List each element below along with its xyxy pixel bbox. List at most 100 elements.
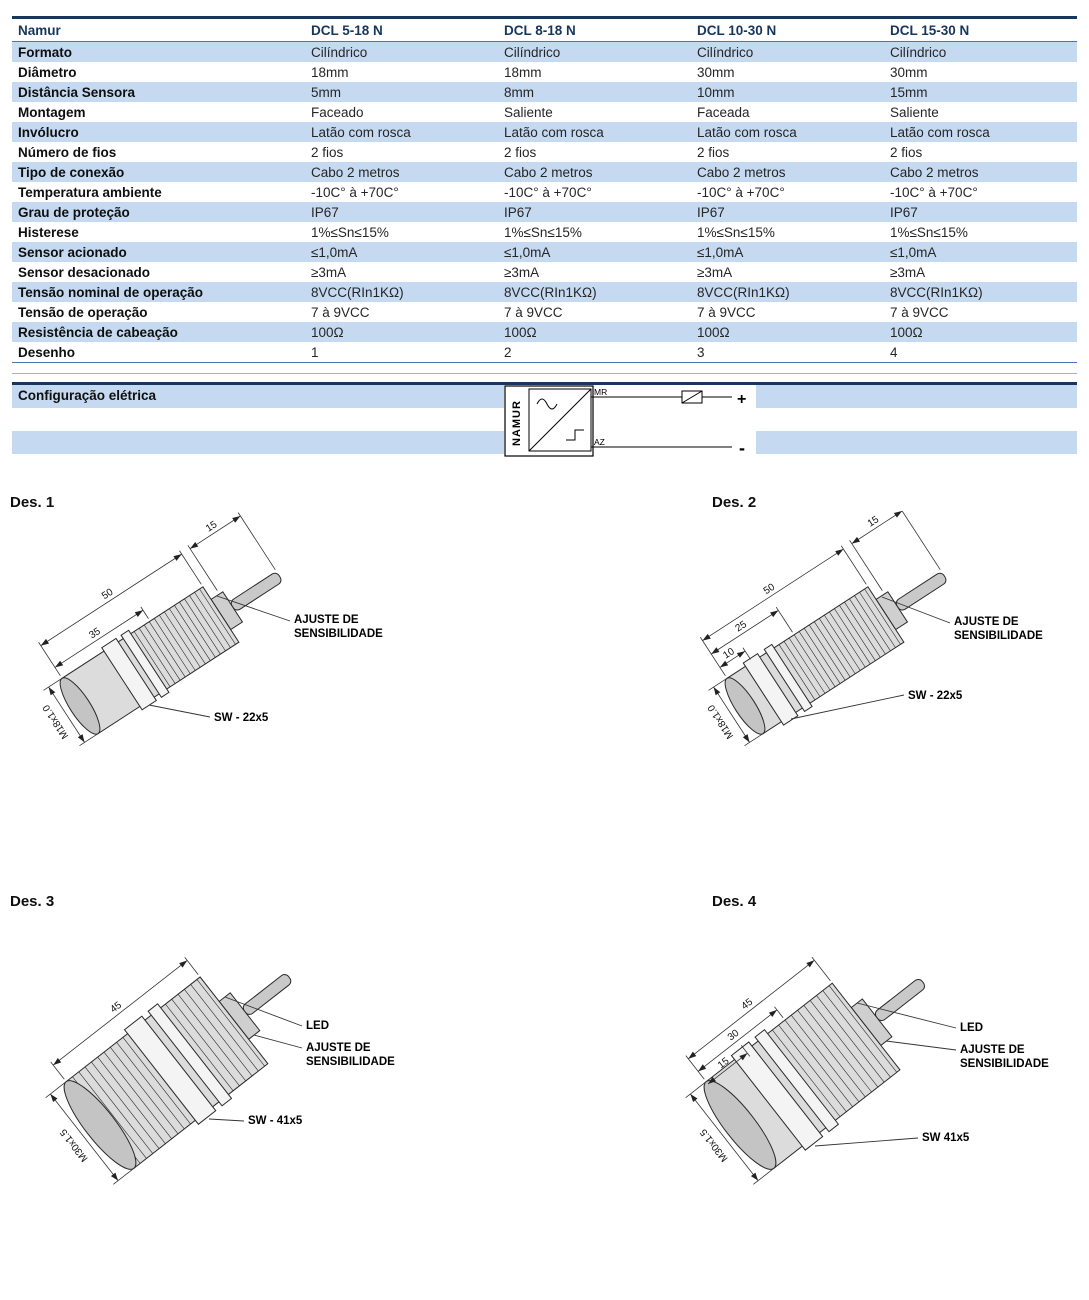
- sw-leader-line: [814, 1137, 919, 1147]
- spec-header-model-3: DCL 10-30 N: [691, 16, 884, 42]
- wire-bottom-label: AZ: [594, 437, 605, 447]
- spec-cell: Cabo 2 metros: [504, 164, 593, 180]
- drawing-3-title: Des. 3: [10, 893, 55, 910]
- dim-label-body: 45: [108, 1000, 124, 1016]
- sensor-drawing-4: 15 30 45 M30x1.5 LED AJUSTE DE SENSIBILI…: [685, 956, 1049, 1185]
- electrical-config-title: Configuração elétrica: [18, 388, 157, 403]
- sensor-drawing-2: 10 25 50 15 M18x1.0 AJUSTE DE SENSIBILID…: [700, 507, 1043, 746]
- adjust-label-line1: AJUSTE DE: [306, 1042, 371, 1054]
- spec-row: Desenho 1 2 3 4: [12, 342, 1077, 363]
- adjust-leader-line: [881, 596, 951, 624]
- spec-row: Diâmetro 18mm 18mm 30mm 30mm: [12, 62, 1077, 82]
- spec-cell: ≤1,0mA: [311, 244, 358, 260]
- drawing-2-title: Des. 2: [712, 494, 757, 511]
- led-label: LED: [960, 1022, 983, 1034]
- spec-cell: 8VCC(RIn1KΩ): [697, 284, 790, 300]
- spec-cell: 10mm: [697, 84, 735, 100]
- spec-cell: 1%≤Sn≤15%: [890, 224, 968, 240]
- namur-circuit-svg: NAMUR MR AZ + -: [504, 385, 746, 458]
- spec-cell: 8VCC(RIn1KΩ): [311, 284, 404, 300]
- spec-row: Tensão nominal de operação 8VCC(RIn1KΩ) …: [12, 282, 1077, 302]
- spec-cell: Cilíndrico: [890, 44, 947, 60]
- namur-circuit-diagram: NAMUR MR AZ + -: [504, 385, 756, 458]
- drawing-1-title: Des. 1: [10, 494, 55, 511]
- spec-row: Sensor desacionado ≥3mA ≥3mA ≥3mA ≥3mA: [12, 262, 1077, 282]
- spec-row-label: Desenho: [12, 342, 305, 363]
- spec-row-label: Grau de proteção: [18, 204, 130, 220]
- terminal-negative: -: [739, 438, 745, 457]
- dim-label-body: 50: [100, 587, 116, 603]
- spec-row: Tipo de conexão Cabo 2 metros Cabo 2 met…: [12, 162, 1077, 182]
- sw-label: SW - 41x5: [248, 1115, 303, 1127]
- sw-leader-line: [208, 1118, 245, 1122]
- spec-row: Número de fios 2 fios 2 fios 2 fios 2 fi…: [12, 142, 1077, 162]
- spec-cell: 1%≤Sn≤15%: [311, 224, 389, 240]
- spec-cell: ≤1,0mA: [890, 244, 937, 260]
- spec-cell: ≥3mA: [311, 264, 347, 280]
- spec-cell: Cabo 2 metros: [311, 164, 400, 180]
- spec-cell: ≤1,0mA: [504, 244, 551, 260]
- drawing-block-4: Des. 4 15 30 45: [660, 893, 1080, 1195]
- spec-row: Tensão de operação 7 à 9VCC 7 à 9VCC 7 à…: [12, 302, 1077, 322]
- spec-cell: 7 à 9VCC: [697, 304, 756, 320]
- sw-leader-line: [790, 694, 905, 720]
- spec-cell: 100Ω: [890, 324, 923, 340]
- spec-row-label: Sensor desacionado: [18, 264, 151, 280]
- led-leader-line: [856, 1002, 957, 1029]
- spec-cell: 2: [498, 342, 691, 363]
- spec-cell: 3: [691, 342, 884, 363]
- spec-cell: 8VCC(RIn1KΩ): [504, 284, 597, 300]
- spec-cell: 8mm: [504, 84, 534, 100]
- drawing-4-title: Des. 4: [712, 893, 757, 910]
- adjust-leader-line: [253, 1034, 303, 1049]
- adjust-label-line2: SENSIBILIDADE: [954, 630, 1043, 642]
- sw-label: SW - 22x5: [908, 690, 963, 702]
- spec-cell: 4: [884, 342, 1077, 363]
- spec-row: Distância Sensora 5mm 8mm 10mm 15mm: [12, 82, 1077, 102]
- spec-header-model-4: DCL 15-30 N: [884, 16, 1077, 42]
- dim-label-body: 50: [762, 582, 778, 598]
- spec-cell: ≥3mA: [504, 264, 540, 280]
- spec-cell: ≥3mA: [890, 264, 926, 280]
- spec-row: Invólucro Latão com rosca Latão com rosc…: [12, 122, 1077, 142]
- spec-cell: 30mm: [890, 64, 928, 80]
- spec-cell: -10C° à +70C°: [311, 184, 399, 200]
- spec-row-label: Sensor acionado: [18, 244, 127, 260]
- dim-label-face: 10: [721, 646, 737, 662]
- spec-cell: Cabo 2 metros: [697, 164, 786, 180]
- drawing-block-3: Des. 3 45 M30x1.5: [10, 893, 480, 1195]
- spec-cell: 2 fios: [504, 144, 537, 160]
- spec-cell: 100Ω: [504, 324, 537, 340]
- spec-row: Grau de proteção IP67 IP67 IP67 IP67: [12, 202, 1077, 222]
- dim-label-cable: 15: [204, 519, 220, 535]
- thread-size-label: M18x1.0: [706, 702, 736, 741]
- spec-row: Formato Cilíndrico Cilíndrico Cilíndrico…: [12, 41, 1077, 62]
- spec-row-label: Tensão de operação: [18, 304, 148, 320]
- spec-cell: 1%≤Sn≤15%: [697, 224, 775, 240]
- spec-cell: Faceada: [697, 104, 750, 120]
- sw-leader-line: [148, 704, 211, 718]
- sensor-drawing-3: 45 M30x1.5 LED AJUSTE DE SENSIBILIDADE S…: [45, 957, 395, 1185]
- spec-row-label: Montagem: [18, 104, 86, 120]
- spec-cell: ≤1,0mA: [697, 244, 744, 260]
- thread-size-label: M18x1.0: [41, 702, 71, 741]
- namur-device-label: NAMUR: [511, 400, 523, 446]
- section-divider: [12, 373, 1077, 374]
- spec-cell: 30mm: [697, 64, 735, 80]
- switch-output-symbol: [566, 429, 584, 441]
- terminal-positive: +: [737, 391, 746, 408]
- spec-row: Montagem Faceado Saliente Faceada Salien…: [12, 102, 1077, 122]
- spec-cell: 1: [305, 342, 498, 363]
- spec-cell: 7 à 9VCC: [504, 304, 563, 320]
- spec-row: Sensor acionado ≤1,0mA ≤1,0mA ≤1,0mA ≤1,…: [12, 242, 1077, 262]
- spec-row: Histerese 1%≤Sn≤15% 1%≤Sn≤15% 1%≤Sn≤15% …: [12, 222, 1077, 242]
- spec-cell: 18mm: [504, 64, 542, 80]
- spec-cell: ≥3mA: [697, 264, 733, 280]
- spec-cell: IP67: [311, 204, 339, 220]
- spec-cell: Latão com rosca: [890, 124, 990, 140]
- spec-cell: 5mm: [311, 84, 341, 100]
- adjust-label-line2: SENSIBILIDADE: [960, 1058, 1049, 1070]
- wire-top-label: MR: [594, 387, 607, 397]
- spec-cell: 8VCC(RIn1KΩ): [890, 284, 983, 300]
